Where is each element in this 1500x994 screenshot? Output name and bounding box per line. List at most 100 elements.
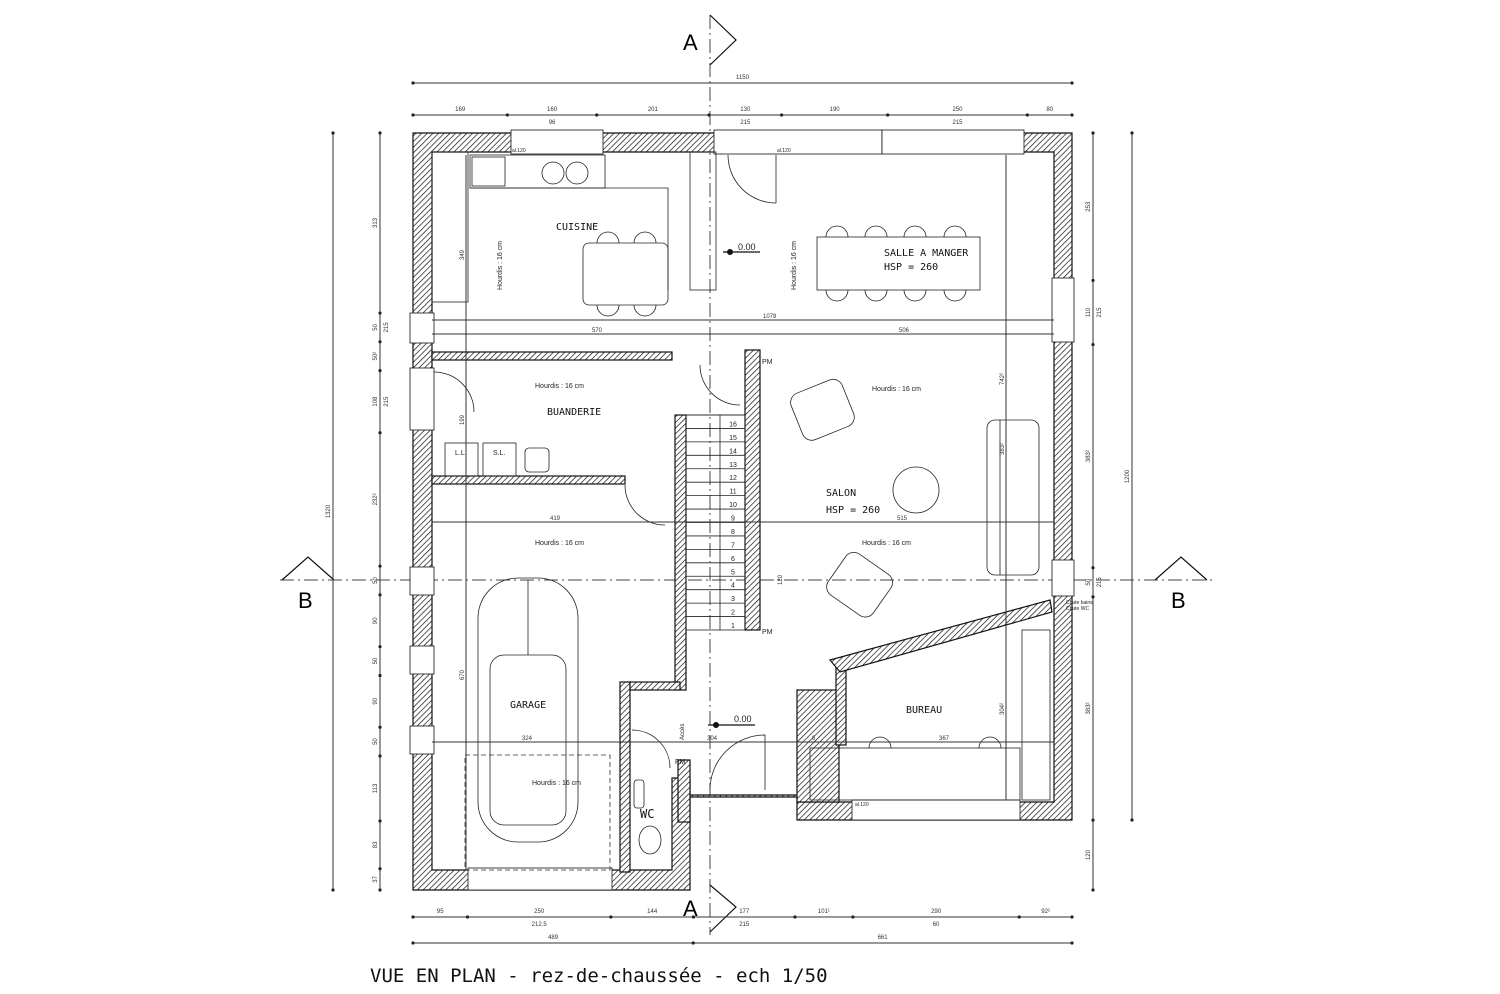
dimension-tick (1091, 566, 1095, 570)
dimension-tick (411, 941, 415, 945)
car (477, 577, 579, 843)
dimension-tick (1070, 941, 1074, 945)
room-label-wc: WC (640, 807, 654, 821)
room-label-salle-a-manger: SALLE A MANGER (884, 248, 969, 259)
stair-step-number: 6 (731, 556, 735, 563)
chair (633, 231, 657, 244)
dim-label: 506 (899, 328, 910, 334)
dimension-label: 215 (740, 120, 751, 126)
stair-step-number: 1 (731, 623, 735, 630)
dimension-tick (1091, 888, 1095, 892)
dimension-label: 110 (1086, 307, 1092, 317)
room-height-salon: HSP = 260 (826, 505, 880, 516)
dim-label: 367 (939, 736, 950, 742)
pm-label: PM (762, 629, 773, 636)
wc-fixtures (633, 779, 662, 855)
drawing-title: VUE EN PLAN - rez-de-chaussée - ech 1/50 (370, 965, 828, 987)
dimension-label: 383² (1086, 702, 1092, 714)
dimension-tick (411, 915, 415, 919)
dimension-label: 215 (384, 322, 390, 333)
pm-label: PM (675, 759, 686, 766)
dimension-label: 80 (1046, 107, 1053, 113)
section-marker-b-right: B (1154, 556, 1208, 613)
hourdis-label: Hourdis : 16 cm (532, 780, 581, 787)
dimension-label: 215 (1097, 307, 1103, 318)
dimension-label: 108 (373, 396, 379, 407)
dimension-tick (378, 888, 382, 892)
chair (633, 304, 657, 317)
dimension-tick (793, 915, 797, 919)
dimension-tick (378, 819, 382, 823)
stair-step-number: 5 (731, 569, 735, 576)
level-marker: 0.00 0.00 (708, 242, 760, 728)
dimension-label: 1320 (326, 504, 332, 518)
dim-label: 670 (460, 669, 466, 680)
section-marker-b-left: B (281, 556, 335, 613)
window-label: al.120 (855, 802, 869, 808)
dimension-label: 215 (1097, 577, 1103, 588)
salon-furniture (790, 378, 1040, 618)
level-value: 0.00 (738, 242, 756, 252)
dim-label: 120 (778, 574, 784, 585)
dimension-label: 160 (547, 107, 558, 113)
dimension-tick (707, 113, 711, 117)
dimension-label: 253 (1086, 201, 1092, 212)
chair (825, 225, 849, 238)
section-label: A (683, 896, 698, 921)
stair-step-number: 9 (731, 516, 735, 523)
chair (978, 736, 1002, 749)
dimension-label: 50 (373, 738, 379, 745)
kitchen-furniture (469, 154, 669, 306)
dimension-tick (1091, 818, 1095, 822)
dimension-label: 50² (373, 352, 379, 361)
dimension-tick (1017, 915, 1021, 919)
dimension-tick (378, 673, 382, 678)
chair (943, 289, 967, 302)
dimension-tick (691, 915, 696, 919)
room-label-bureau: BUREAU (906, 705, 942, 716)
stair-step-number: 7 (731, 542, 735, 549)
window-label: al.120 (512, 148, 526, 154)
dimension-tick (779, 113, 784, 117)
dining-table (816, 236, 981, 291)
dimension-label: 661 (878, 935, 889, 941)
dimension-label: 232² (373, 493, 379, 505)
chute-label: Chute bains (1066, 600, 1093, 606)
dimension-tick (378, 725, 382, 729)
dimension-tick (1091, 595, 1095, 599)
stair-step-number: 14 (729, 448, 737, 455)
dimension-label: 201 (648, 107, 659, 113)
dimension-label: 144 (647, 909, 658, 915)
chair (825, 289, 849, 302)
section-marker-a-top: A (683, 14, 737, 66)
laundry-appliances: L.L. S.L. (444, 442, 550, 477)
dimension-label: 50 (1086, 578, 1092, 585)
dimension-label: 60 (933, 922, 940, 928)
dimension-label: 290 (931, 909, 942, 915)
dimension-label: 101¹ (818, 909, 830, 915)
dimension-label: 50 (373, 323, 379, 330)
dimension-tick (691, 941, 695, 945)
dim-label: 6 (812, 736, 816, 742)
dimension-tick (851, 915, 855, 919)
dimension-tick (1025, 113, 1029, 117)
dimension-tick (378, 311, 382, 315)
hourdis-label: Hourdis : 16 cm (535, 383, 584, 390)
dimension-tick (1070, 915, 1074, 919)
dimension-label: 50 (373, 577, 379, 584)
dimension-tick (378, 564, 382, 568)
stair-step-number: 8 (731, 529, 735, 536)
room-label-cuisine: CUISINE (556, 222, 598, 233)
section-label: A (683, 30, 698, 55)
dimension-tick (378, 131, 382, 135)
window-label: al.120 (777, 148, 791, 154)
dimension-tick (595, 113, 599, 117)
dimension-tick (378, 368, 382, 373)
stair-step-number: 13 (729, 462, 737, 469)
dim-label: 515 (897, 516, 908, 522)
room-height-salle: HSP = 260 (884, 262, 938, 273)
dimension-tick (609, 915, 613, 919)
dimension-label: 177 (739, 909, 750, 915)
